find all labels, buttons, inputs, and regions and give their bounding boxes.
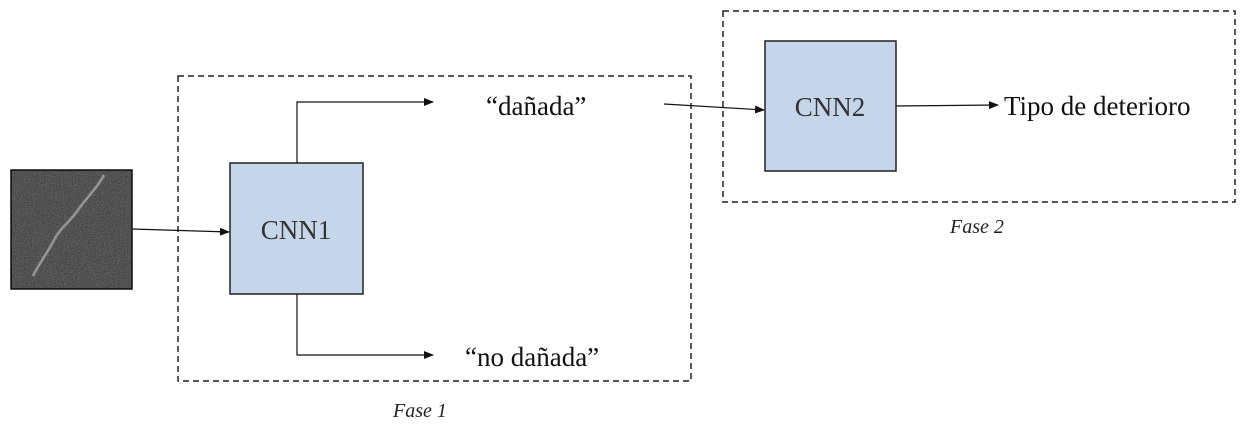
cnn1-label: CNN1: [261, 215, 332, 245]
arrow-cnn2-to-type: [895, 101, 999, 110]
damage-type-label: Tipo de deterioro: [1004, 91, 1190, 121]
phase2-frame: [722, 10, 1236, 203]
phase1-frame: [177, 75, 692, 382]
arrow-cnn1-to-not-damaged: [296, 294, 434, 359]
crack-texture-image: [10, 169, 133, 290]
phase1-caption: Fase 1: [392, 400, 447, 422]
arrow-cnn1-to-damaged: [296, 98, 434, 163]
damaged-label: “dañada”: [486, 91, 586, 121]
arrow-damaged-to-cnn2: [663, 103, 765, 114]
arrow-image-to-cnn1: [131, 227, 230, 236]
cnn2-label: CNN2: [795, 92, 866, 122]
phase2-caption: Fase 2: [949, 216, 1004, 238]
not-damaged-label: “no dañada”: [465, 342, 599, 372]
